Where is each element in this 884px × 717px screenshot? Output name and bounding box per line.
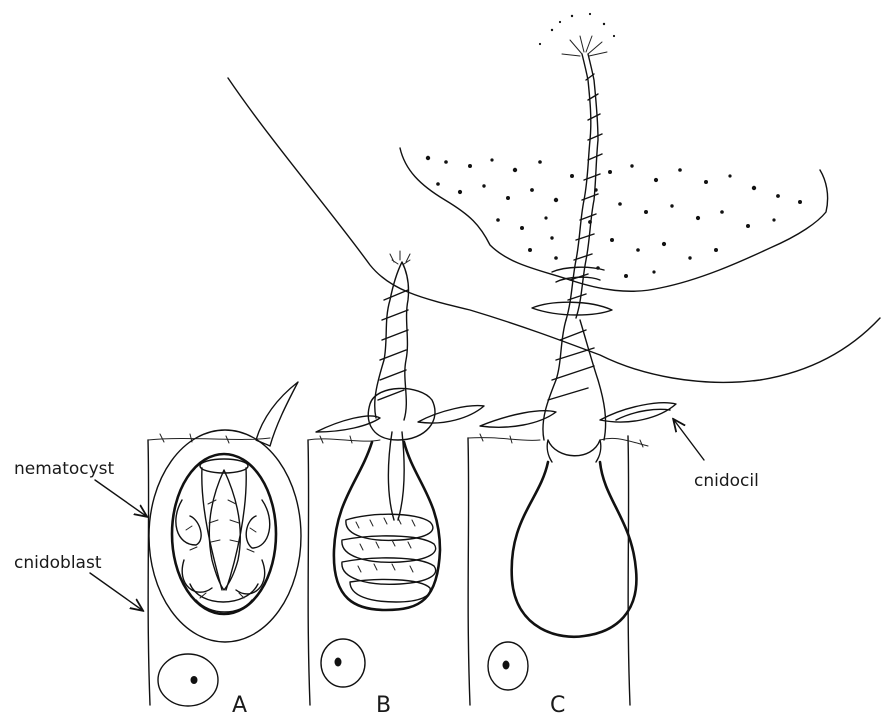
cell-walls xyxy=(148,434,648,705)
cnidocil-a xyxy=(256,382,298,446)
nucleus-b xyxy=(321,639,365,687)
cnidoblast-arrow xyxy=(90,573,142,610)
label-cnidoblast: cnidoblast xyxy=(14,553,102,573)
nematocyst-arrow xyxy=(95,480,146,516)
stage-label-c: C xyxy=(550,693,565,717)
nematocyst-b xyxy=(316,251,484,610)
cnidocil-arrow xyxy=(674,420,704,460)
nematocyst-c xyxy=(480,13,676,637)
nucleus-a xyxy=(158,654,218,706)
stage-label-b: B xyxy=(376,693,391,717)
nuclei xyxy=(158,639,528,706)
label-cnidocil: cnidocil xyxy=(694,471,759,491)
nematocyst-a xyxy=(149,382,301,642)
prey-body xyxy=(228,78,880,382)
label-nematocyst: nematocyst xyxy=(14,459,115,479)
stage-label-a: A xyxy=(232,693,247,717)
